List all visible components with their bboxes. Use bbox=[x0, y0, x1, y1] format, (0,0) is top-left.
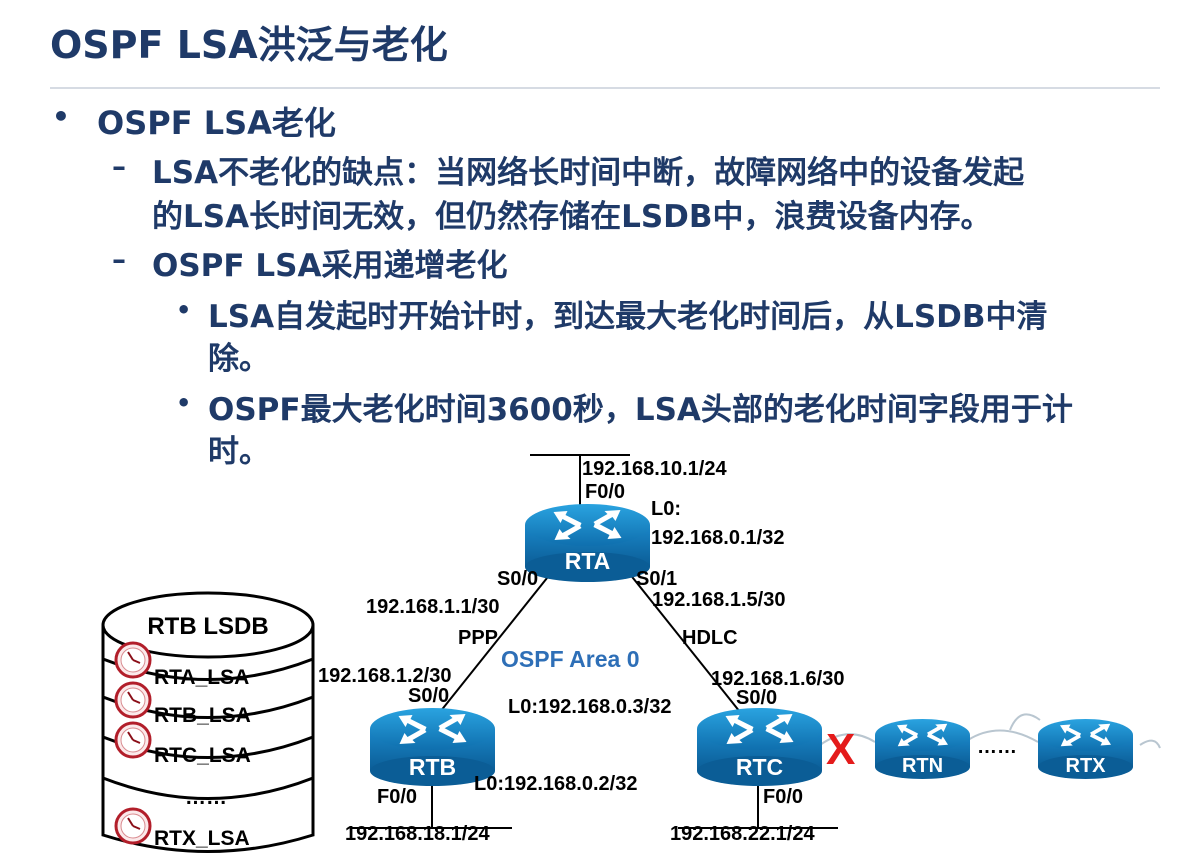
bullet-dot: • bbox=[176, 389, 192, 417]
bullet-timer-line2: 除。 bbox=[208, 341, 270, 377]
bullet-dash: – bbox=[112, 150, 126, 183]
router-rtn-icon[interactable]: RTN bbox=[875, 719, 970, 779]
rtc-lan-ip: 192.168.22.1/24 bbox=[670, 823, 815, 845]
lsdb-title: RTB LSDB bbox=[147, 613, 268, 640]
rtb-lsdb-database: RTB LSDB RTA_LSA RTB_LSA RTC_LSA …… RTX_… bbox=[101, 591, 315, 853]
bullet-maxage-line2: 时。 bbox=[208, 434, 270, 470]
rta-f0-label: F0/0 bbox=[585, 481, 625, 503]
link-hdlc-label: HDLC bbox=[682, 627, 738, 649]
rta-loopback-ip: 192.168.0.1/32 bbox=[651, 527, 784, 549]
link-failure-x-icon: X bbox=[826, 725, 855, 774]
bullet-maxage-line1: OSPF最大老化时间3600秒，LSA头部的老化时间字段用于计 bbox=[208, 392, 1073, 428]
rtc-loopback: L0:192.168.0.3/32 bbox=[508, 696, 671, 718]
bullet-no-aging-line2: 的LSA长时间无效，但仍然存储在LSDB中，浪费设备内存。 bbox=[152, 199, 992, 235]
rtb-s00-label: S0/0 bbox=[408, 685, 449, 707]
rtc-s00-label: S0/0 bbox=[736, 687, 777, 709]
router-rtc-name: RTC bbox=[736, 754, 783, 780]
clock-icon bbox=[114, 641, 152, 679]
rtb-s00-ip: 192.168.1.2/30 bbox=[318, 665, 451, 687]
lsdb-entry: RTB_LSA bbox=[154, 704, 251, 727]
bullet-lsa-aging: OSPF LSA老化 bbox=[97, 104, 336, 142]
router-rtx-name: RTX bbox=[1066, 755, 1107, 777]
bullet-dash: – bbox=[112, 243, 126, 276]
faded-link-tail bbox=[1139, 739, 1161, 749]
router-rtc-icon[interactable]: RTC bbox=[697, 708, 822, 786]
ospf-area-label: OSPF Area 0 bbox=[501, 646, 639, 672]
link-rta-rtc bbox=[624, 567, 741, 713]
link-ppp-label: PPP bbox=[458, 627, 498, 649]
router-rtn-name: RTN bbox=[902, 755, 943, 777]
rtb-loopback: L0:192.168.0.2/32 bbox=[474, 773, 637, 795]
link-rtn-rtx bbox=[967, 729, 1039, 743]
faded-link-tail bbox=[1009, 713, 1041, 731]
bullet-incremental-aging: OSPF LSA采用递增老化 bbox=[152, 248, 508, 284]
bullet-no-aging-line1: LSA不老化的缺点：当网络长时间中断，故障网络中的设备发起 bbox=[152, 155, 1025, 191]
page-title: OSPF LSA洪泛与老化 bbox=[50, 23, 448, 67]
rtc-f0-label: F0/0 bbox=[763, 786, 803, 808]
rta-s01-label: S0/1 bbox=[636, 568, 677, 590]
bullet-dot: • bbox=[52, 100, 70, 133]
rtc-s00-ip: 192.168.1.6/30 bbox=[711, 668, 844, 690]
lsdb-entry: RTX_LSA bbox=[154, 827, 250, 850]
router-rta-icon[interactable]: RTA bbox=[525, 504, 650, 582]
router-rtb-name: RTB bbox=[409, 754, 456, 780]
router-rta-name: RTA bbox=[565, 548, 611, 574]
link-rtc-rtn bbox=[819, 733, 876, 746]
rta-s01-ip: 192.168.1.5/30 bbox=[652, 589, 785, 611]
rta-s00-ip: 192.168.1.1/30 bbox=[366, 596, 499, 618]
lsdb-entry: RTC_LSA bbox=[154, 744, 251, 767]
router-rtx-icon[interactable]: RTX bbox=[1038, 719, 1133, 779]
rtb-lan-ip: 192.168.18.1/24 bbox=[345, 823, 490, 845]
more-routers-ellipsis: …… bbox=[977, 736, 1017, 758]
rta-loopback-label: L0: bbox=[651, 498, 681, 520]
link-rta-rtb bbox=[439, 567, 556, 713]
lsdb-entry: …… bbox=[185, 786, 227, 809]
rtb-f0-label: F0/0 bbox=[377, 786, 417, 808]
bullet-dot: • bbox=[176, 296, 192, 324]
router-rtb-icon[interactable]: RTB bbox=[370, 708, 495, 786]
bullet-timer-line1: LSA自发起时开始计时，到达最大老化时间后，从LSDB中清 bbox=[208, 299, 1048, 335]
title-divider bbox=[50, 87, 1160, 89]
lsdb-entry: RTA_LSA bbox=[154, 666, 249, 689]
rta-s00-label: S0/0 bbox=[497, 568, 538, 590]
clock-icon bbox=[114, 721, 152, 759]
clock-icon bbox=[114, 681, 152, 719]
clock-icon bbox=[114, 807, 152, 845]
rta-lan-ip: 192.168.10.1/24 bbox=[582, 458, 727, 480]
